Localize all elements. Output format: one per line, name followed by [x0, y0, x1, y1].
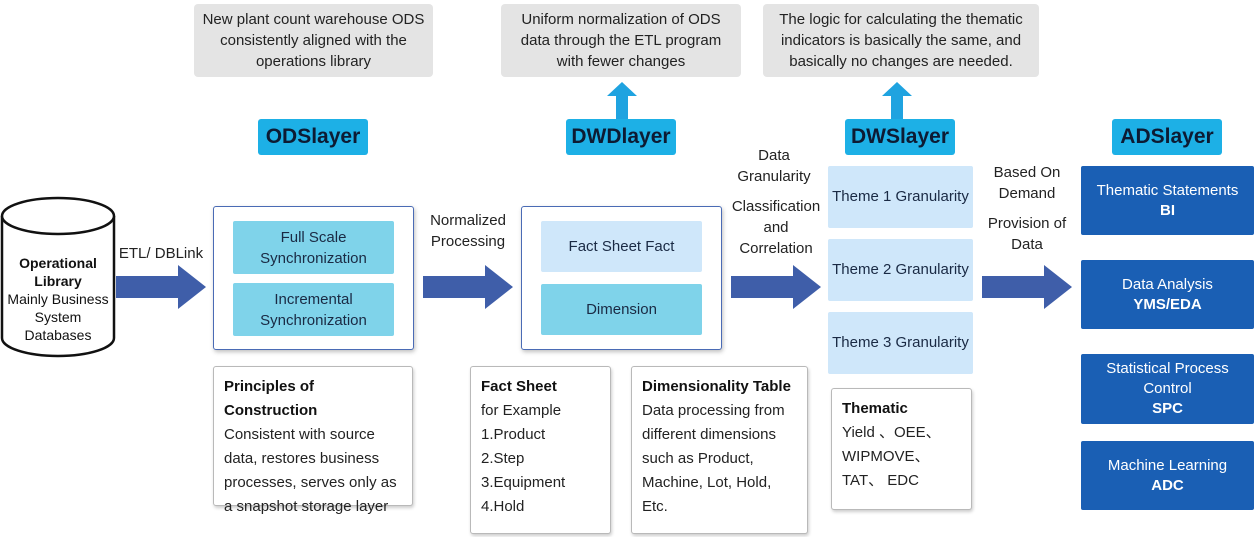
ads-item-sub: YMS/EDA — [1133, 295, 1202, 313]
ods-note: New plant count warehouse ODS consistent… — [194, 4, 433, 77]
fact-card-line: 2.Step — [481, 450, 525, 467]
provision-arrow — [982, 265, 1072, 309]
ads-item-sub: BI — [1160, 201, 1175, 219]
fact-card-head: Fact Sheet — [481, 378, 557, 395]
ods-card-head: Principles of Construction — [224, 378, 318, 419]
ads-machine-learning: Machine Learning ADC — [1081, 441, 1254, 510]
theme-2-box: Theme 2 Granularity — [828, 239, 973, 301]
database-title: Operational Library — [19, 255, 97, 289]
fact-card-line: 1.Product — [481, 426, 546, 443]
granularity-label: Data Granularity — [737, 147, 811, 185]
ads-layer-title: ADSlayer — [1112, 119, 1222, 155]
etl-arrow — [116, 265, 206, 309]
ads-data-analysis: Data Analysis YMS/EDA — [1081, 260, 1254, 329]
dimension-box: Dimension — [541, 284, 702, 335]
dwd-note: Uniform normalization of ODS data throug… — [501, 4, 741, 77]
granularity-arrow — [731, 265, 821, 309]
etl-label: ETL/ DBLink — [118, 245, 204, 262]
dwd-layer-title: DWDlayer — [566, 119, 676, 155]
up-arrow-dws — [882, 82, 912, 120]
ads-spc: Statistical Process Control SPC — [1081, 354, 1254, 424]
thematic-card-head: Thematic — [842, 400, 908, 417]
normalized-arrow — [423, 265, 513, 309]
provision-label: Provision of Data — [987, 215, 1067, 253]
ads-thematic-statements: Thematic Statements BI — [1081, 166, 1254, 235]
theme-1-box: Theme 1 Granularity — [828, 166, 973, 228]
ods-principles-card: Principles of Construction Consistent wi… — [213, 366, 413, 515]
ods-card-body: Consistent with source data, restores bu… — [224, 426, 397, 515]
fact-card-line: for Example — [481, 402, 562, 419]
dim-card-head: Dimensionality Table — [642, 378, 791, 395]
based-on-demand-label: Based On Demand — [993, 164, 1061, 202]
ads-item-label: Statistical Process Control — [1106, 360, 1229, 397]
classification-label: Classification and Correlation — [731, 198, 821, 257]
ads-item-label: Machine Learning — [1107, 456, 1228, 474]
normalized-label: Normalized Processing — [430, 212, 506, 250]
fact-card-line: 4.Hold — [481, 498, 525, 515]
ads-item-sub: SPC — [1152, 400, 1183, 417]
dimensionality-card: Dimensionality Table Data processing fro… — [631, 366, 808, 534]
ads-item-label: Thematic Statements — [1096, 181, 1239, 199]
fact-sheet-card: Fact Sheet for Example 1.Product 2.Step … — [470, 366, 611, 534]
fact-sheet-box: Fact Sheet Fact — [541, 221, 702, 272]
fact-card-line: 3.Equipment — [481, 474, 566, 491]
ads-item-sub: ADC — [1151, 476, 1184, 494]
thematic-card-body: Yield 、OEE、 WIPMOVE、TAT、 EDC — [842, 424, 941, 489]
theme-3-box: Theme 3 Granularity — [828, 312, 973, 374]
dim-card-body: Data processing from different dimension… — [642, 402, 785, 515]
dws-layer-title: DWSlayer — [845, 119, 955, 155]
full-sync-box: Full Scale Synchronization — [233, 221, 394, 274]
up-arrow-dwd — [607, 82, 637, 120]
ads-item-label: Data Analysis — [1122, 275, 1213, 293]
dws-note: The logic for calculating the thematic i… — [763, 4, 1039, 77]
ods-layer-title: ODSlayer — [258, 119, 368, 155]
database-icon — [0, 196, 116, 358]
database-label: Operational Library Mainly Business Syst… — [2, 254, 114, 344]
incremental-sync-box: Incremental Synchronization — [233, 283, 394, 336]
thematic-card: Thematic Yield 、OEE、 WIPMOVE、TAT、 EDC — [831, 388, 972, 510]
database-subtitle: Mainly Business System Databases — [7, 291, 109, 343]
